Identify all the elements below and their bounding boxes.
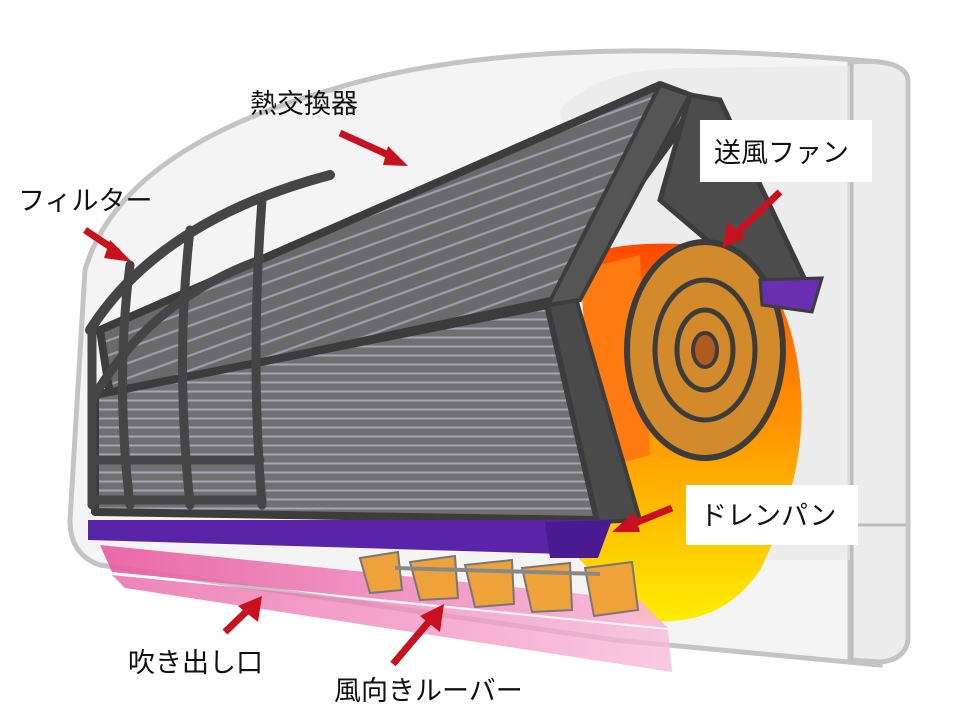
filter xyxy=(85,170,335,510)
heat-exchanger xyxy=(91,81,809,525)
label-louver-text: 風向きルーバー xyxy=(334,676,523,707)
label-heat-exchanger: 熱交換器 xyxy=(250,89,408,166)
red-arrow-icon xyxy=(612,504,674,532)
label-filter-text: フィルター xyxy=(18,186,152,217)
louvers xyxy=(358,550,640,618)
label-drain-pan-text: ドレンパン xyxy=(700,501,836,532)
label-fan-text: 送風ファン xyxy=(714,138,849,169)
label-outlet: 吹き出し口 xyxy=(128,596,263,679)
label-filter: フィルター xyxy=(18,186,152,262)
label-drain-pan: ドレンパン xyxy=(612,485,858,545)
red-arrow-icon xyxy=(722,189,783,248)
label-drain-pan-box xyxy=(686,485,858,545)
label-heat-exchanger-text: 熱交換器 xyxy=(250,89,358,120)
label-outlet-text: 吹き出し口 xyxy=(128,648,263,679)
red-arrow-icon xyxy=(390,604,444,667)
label-fan-box xyxy=(700,120,872,182)
red-arrow-icon xyxy=(338,129,408,166)
red-arrow-icon xyxy=(83,227,132,262)
label-louver: 風向きルーバー xyxy=(334,604,523,707)
drain-pan xyxy=(88,520,612,558)
label-fan: 送風ファン xyxy=(700,120,872,248)
red-arrow-icon xyxy=(222,596,262,635)
blower-fan xyxy=(624,239,825,461)
